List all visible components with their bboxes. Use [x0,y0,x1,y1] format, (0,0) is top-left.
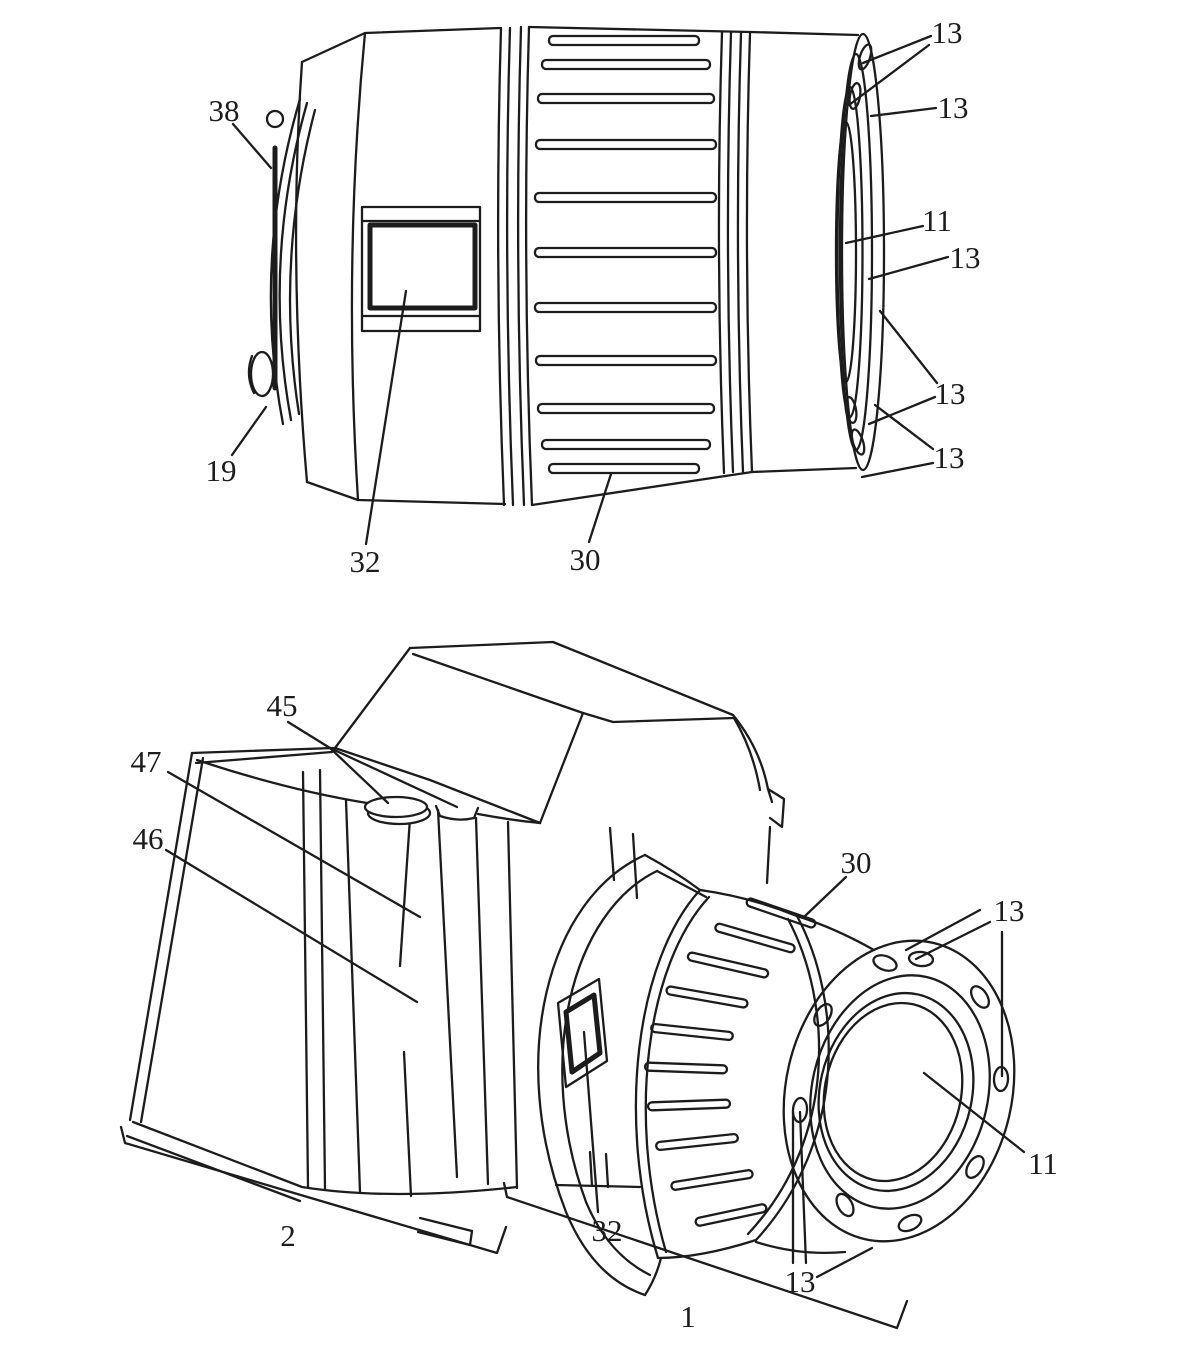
lens-window-32-fig2 [556,977,609,1089]
figure2-labels: 45 47 46 30 13 11 32 13 2 1 [131,688,1058,1334]
ref-label-13-top: 13 [994,893,1025,928]
ref-label-1: 1 [680,1299,696,1334]
front-rim-rings [834,32,886,472]
ref-label-13-e: 13 [934,440,965,475]
reference-brackets [119,1125,909,1330]
flange-hole-13 [907,950,935,968]
rim-hole-13 [844,396,858,424]
mounted-lens [537,853,1016,1297]
ribbed-grip-ring-30 [527,25,754,507]
ref-label-19: 19 [206,453,237,488]
ref-label-38: 38 [209,93,240,128]
ref-label-13-b: 13 [938,90,969,125]
lens-window-32 [360,205,482,333]
zoom-ring-left-bands [496,25,534,507]
rim-hole-13 [857,43,873,71]
mount-release-lever-19 [249,350,275,398]
ref-label-46: 46 [133,821,164,856]
shutter-button-45[interactable] [363,795,432,826]
flange-hole-13 [872,954,898,972]
flange-hole-13 [835,1192,855,1218]
mount-pin-38 [265,109,285,129]
figure2-camera-perspective-view: 45 47 46 30 13 11 32 13 2 1 [119,640,1058,1334]
camera-body [125,746,542,1203]
lens-mount-plate [416,826,642,1247]
figure1-leader-lines [230,34,950,546]
ref-label-13-a: 13 [932,15,963,50]
flange-hole-13 [969,985,991,1009]
flange-outer-ring [782,939,1016,1243]
lens-rear-taper [294,26,507,506]
flange-hole-13 [897,1213,923,1233]
ribbed-grip-ring-30-fig2 [634,888,830,1260]
ref-label-11-fig2: 11 [1028,1146,1058,1181]
ref-label-47: 47 [131,744,162,779]
zoom-ring-right-bands [717,30,754,475]
rim-hole-13 [850,428,866,456]
ref-label-45: 45 [267,688,298,723]
ref-label-11: 11 [922,203,952,238]
figure1-lens-side-view: 38 19 32 30 13 13 11 13 13 13 [206,15,981,579]
ref-label-2: 2 [280,1218,296,1253]
ref-label-30-fig2: 30 [841,845,872,880]
ref-label-13-c: 13 [950,240,981,275]
figure2-leader-lines [164,720,1026,1279]
front-rim-outer [840,32,886,472]
flange-hole-13 [813,1003,833,1027]
flange-hole-13 [965,1155,985,1179]
ref-label-13-bottom: 13 [785,1264,816,1299]
front-barrel [748,30,860,474]
viewfinder-hump [333,640,786,885]
front-rim-inner-11 [836,85,864,419]
ref-label-13-d: 13 [935,376,966,411]
ref-label-32-fig2: 32 [592,1213,623,1248]
bracket-1 [502,1181,909,1330]
bracket-2 [119,1125,508,1255]
front-flange [782,939,1016,1243]
flange-hole-13 [791,1096,809,1124]
figure1-labels: 38 19 32 30 13 13 11 13 13 13 [206,15,981,579]
ref-label-32: 32 [350,544,381,579]
lens-glass-11 [822,1001,964,1183]
lens-rear-mount [247,97,317,426]
ref-label-30: 30 [570,542,601,577]
